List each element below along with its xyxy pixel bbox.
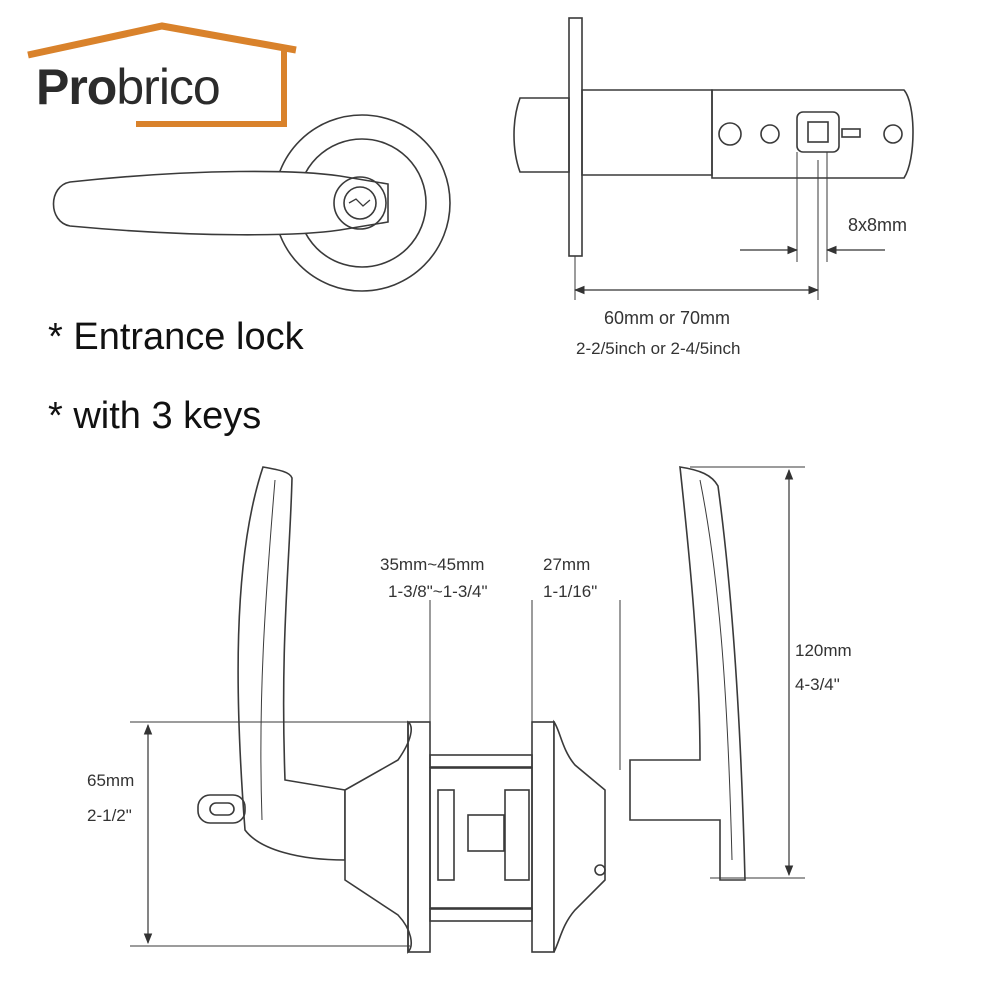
lever-height-imperial-label: 4-3/4" — [795, 675, 840, 694]
latch-faceplate — [568, 17, 583, 257]
rose-depth-metric-label: 27mm — [543, 555, 591, 574]
right-lever — [629, 466, 746, 881]
keyhole-inner — [343, 186, 377, 220]
latch-drawing — [513, 17, 914, 300]
door-thickness-metric-label: 35mm~45mm — [380, 555, 485, 574]
latch-bolt — [513, 97, 570, 173]
left-rose — [344, 720, 412, 954]
feature-three-keys: * with 3 keys — [48, 395, 262, 437]
rose-diameter-metric-label: 65mm — [87, 771, 135, 790]
lever-top-view — [52, 114, 451, 292]
lockset-side-view — [130, 466, 805, 954]
lever-height-metric-label: 120mm — [795, 641, 852, 660]
feature-entrance-lock: * Entrance lock — [48, 316, 304, 358]
rose-diameter-imperial-label: 2-1/2" — [87, 806, 132, 825]
left-key — [197, 794, 246, 824]
keyway-icon — [348, 198, 371, 207]
spindle-size-label: 8x8mm — [848, 215, 908, 235]
door-thickness-imperial-label: 1-3/8"~1-3/4" — [388, 582, 488, 601]
brand-name-rest: brico — [116, 59, 220, 115]
rose-depth-imperial-label: 1-1/16" — [543, 582, 598, 601]
lever-arm — [52, 170, 389, 236]
keyhole-outer — [333, 176, 387, 230]
brand-name: Probrico — [36, 59, 221, 115]
chassis — [429, 767, 533, 909]
backset-metric-label: 60mm or 70mm — [604, 308, 731, 328]
latch-housing — [711, 89, 914, 179]
brand-name-bold: Pro — [36, 59, 117, 115]
backset-imperial-label: 2-2/5inch or 2-4/5inch — [576, 339, 741, 358]
spindle-hole — [796, 111, 840, 153]
left-lever — [237, 466, 346, 861]
right-rose — [553, 719, 606, 953]
